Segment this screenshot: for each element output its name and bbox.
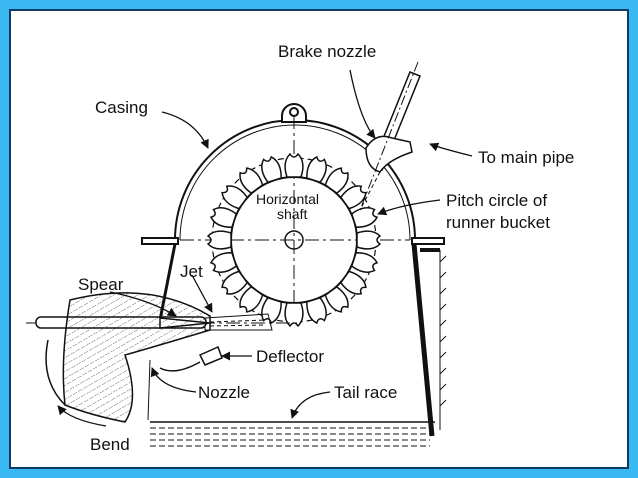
label-tail-race: Tail race	[334, 383, 397, 402]
runner-bucket	[339, 270, 367, 295]
runner-bucket	[221, 270, 249, 295]
runner-bucket	[356, 230, 382, 250]
label-to-main-pipe: To main pipe	[478, 148, 574, 167]
label-nozzle: Nozzle	[198, 383, 250, 402]
leader-lines	[57, 69, 473, 427]
runner-bucket	[239, 167, 264, 195]
runner-bucket	[284, 152, 304, 178]
label-pitch-circle-1: Pitch circle of	[446, 191, 547, 210]
nozzle-bend	[45, 292, 211, 423]
label-spear: Spear	[78, 275, 124, 294]
runner-bucket	[324, 167, 349, 195]
runner-bucket	[306, 155, 327, 184]
runner-bucket	[261, 296, 282, 325]
runner-bucket	[284, 302, 304, 328]
tail-race-water	[150, 421, 435, 447]
label-casing: Casing	[95, 98, 148, 117]
label-brake-nozzle: Brake nozzle	[278, 42, 376, 61]
label-bend: Bend	[90, 435, 130, 454]
brake-nozzle	[359, 61, 421, 211]
runner-bucket	[350, 207, 379, 228]
labels: Brake nozzle Casing To main pipe Horizon…	[78, 42, 574, 454]
label-pitch-circle-2: runner bucket	[446, 213, 550, 232]
runner-bucket	[206, 230, 232, 250]
runner-buckets	[206, 152, 382, 328]
casing	[141, 103, 445, 245]
runner-bucket	[221, 185, 249, 210]
label-shaft: shaft	[277, 206, 307, 222]
runner-bucket	[350, 252, 379, 273]
runner-bucket	[339, 185, 367, 210]
deflector	[159, 345, 223, 372]
runner-bucket	[209, 207, 238, 228]
label-deflector: Deflector	[256, 347, 324, 366]
runner-bucket	[306, 296, 327, 325]
label-horizontal: Horizontal	[256, 191, 319, 207]
runner-bucket	[261, 155, 282, 184]
runner-bucket	[239, 285, 264, 313]
runner-bucket	[324, 285, 349, 313]
runner-bucket	[209, 252, 238, 273]
label-jet: Jet	[180, 262, 203, 281]
